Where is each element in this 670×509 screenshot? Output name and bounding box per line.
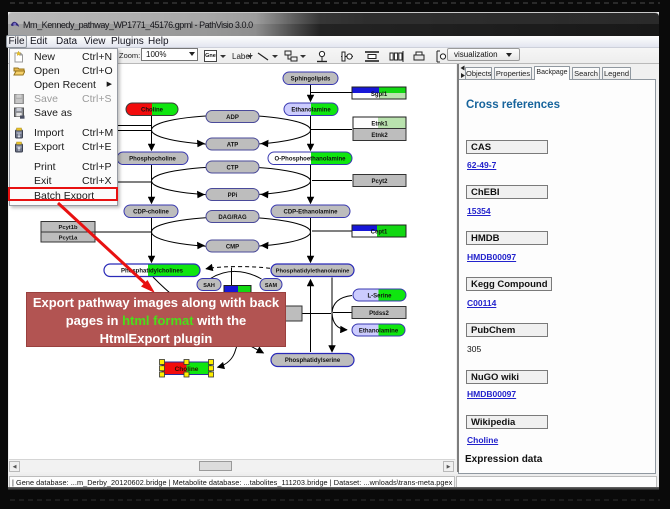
svg-text:Phosphatidylethanolamine: Phosphatidylethanolamine	[276, 269, 351, 275]
svg-text:Etnk2: Etnk2	[371, 133, 388, 139]
svg-text:SAH: SAH	[203, 283, 215, 289]
svg-text:Sgpl1: Sgpl1	[371, 92, 388, 98]
svg-text:CDP-Ethanolamine: CDP-Ethanolamine	[283, 210, 338, 216]
svg-text:Phosphatidylcholines: Phosphatidylcholines	[121, 269, 184, 275]
svg-text:CTP: CTP	[227, 165, 239, 171]
svg-text:Phosphocholine: Phosphocholine	[129, 157, 176, 163]
svg-text:Phosphatidylserine: Phosphatidylserine	[285, 358, 341, 364]
svg-text:O-Phosphoethanolamine: O-Phosphoethanolamine	[274, 157, 346, 163]
svg-text:L-Serine: L-Serine	[367, 293, 392, 299]
svg-text:Cept1: Cept1	[371, 229, 388, 235]
svg-text:Sphingolipids: Sphingolipids	[291, 77, 331, 83]
svg-text:Pcyt1a: Pcyt1a	[59, 235, 78, 241]
svg-text:Pcyt2: Pcyt2	[371, 179, 388, 185]
svg-text:ADP: ADP	[226, 115, 239, 121]
svg-text:Ethanolamine: Ethanolamine	[291, 108, 331, 114]
svg-text:PPi: PPi	[228, 193, 238, 199]
svg-text:Choline: Choline	[141, 108, 164, 114]
svg-text:CMP: CMP	[226, 244, 239, 250]
svg-text:Ptdss2: Ptdss2	[369, 311, 389, 317]
svg-text:Pcyt1b: Pcyt1b	[58, 225, 77, 231]
svg-text:DAG/RAG: DAG/RAG	[218, 215, 247, 221]
svg-text:Ethanolamine: Ethanolamine	[359, 328, 399, 334]
svg-text:Etnk1: Etnk1	[371, 121, 388, 127]
svg-text:ATP: ATP	[227, 142, 239, 148]
svg-text:CDP-choline: CDP-choline	[133, 210, 169, 216]
svg-text:SAM: SAM	[265, 283, 278, 289]
svg-text:Choline: Choline	[175, 366, 199, 373]
